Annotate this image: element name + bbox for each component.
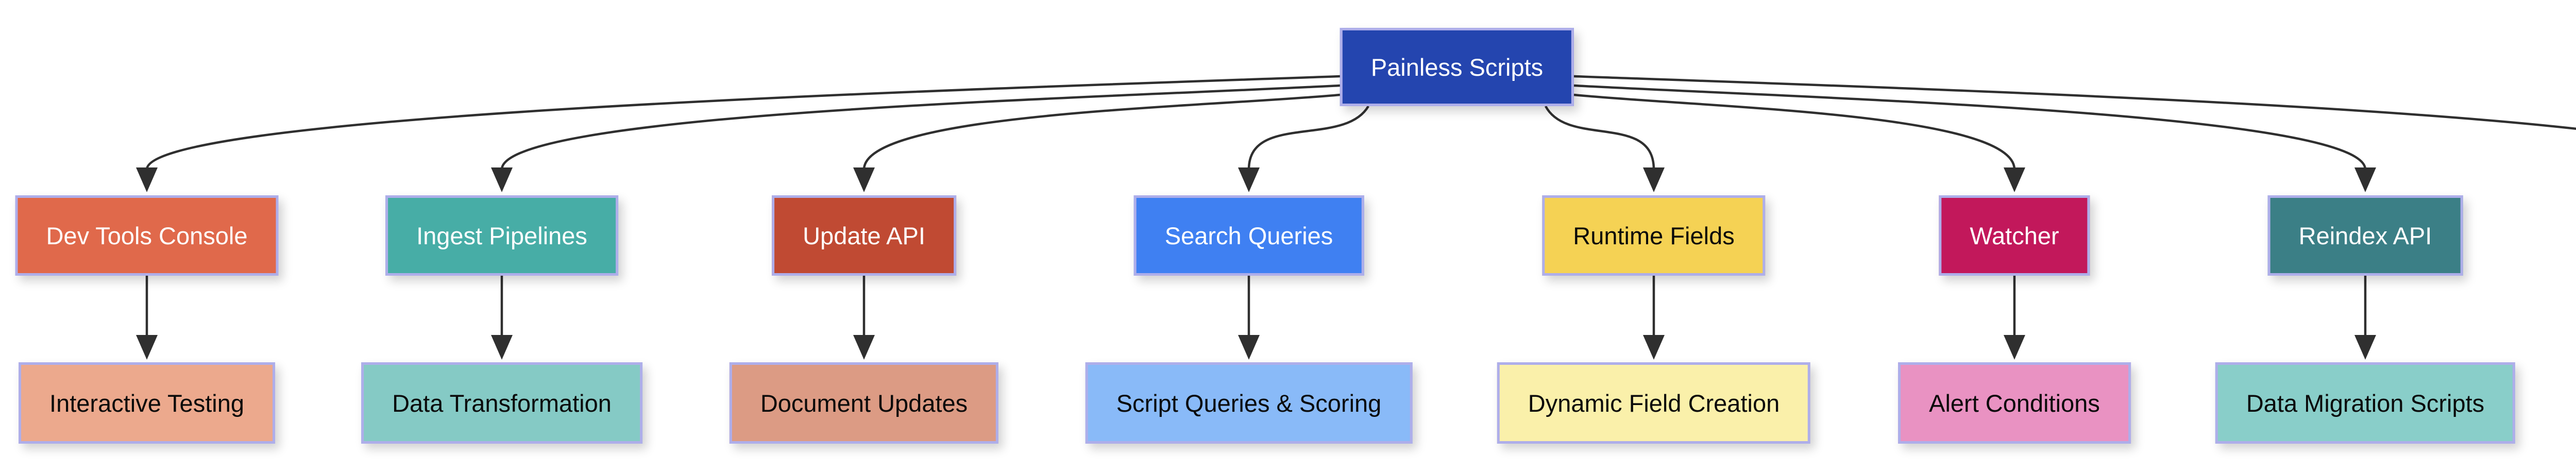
edge-painless-scripts-to-reindex-api-arrowhead [2354, 167, 2376, 192]
edge-painless-scripts-to-watcher-arrowhead [2004, 167, 2025, 192]
node-label: Update API [803, 222, 925, 249]
node-label: Data Migration Scripts [2246, 389, 2485, 417]
edge-painless-scripts-to-search-queries [1247, 105, 1369, 170]
edge-painless-scripts-to-dev-tools-console-arrowhead [136, 167, 158, 192]
edge-painless-scripts-to-watcher [1573, 93, 2016, 170]
edge-dev-tools-console-to-interactive-testing-arrowhead [136, 335, 158, 360]
node-watcher: Watcher [1939, 195, 2090, 276]
node-script-queries-scoring: Script Queries & Scoring [1085, 362, 1413, 444]
node-label: Script Queries & Scoring [1116, 389, 1382, 417]
node-document-updates: Document Updates [729, 362, 999, 444]
node-alert-conditions: Alert Conditions [1898, 362, 2131, 444]
node-interactive-testing: Interactive Testing [19, 362, 275, 444]
node-label: Runtime Fields [1573, 222, 1735, 249]
edge-reindex-api-to-data-migration-scripts-arrowhead [2354, 335, 2376, 360]
node-label: Alert Conditions [1929, 389, 2100, 417]
node-dev-tools-console: Dev Tools Console [15, 195, 279, 276]
edge-painless-scripts-to-update-api [862, 93, 1341, 170]
node-label: Document Updates [760, 389, 968, 417]
node-search-queries: Search Queries [1133, 195, 1364, 276]
edge-runtime-fields-to-dynamic-field-creation-arrowhead [1643, 335, 1665, 360]
node-painless-scripts: Painless Scripts [1340, 28, 1574, 106]
edge-update-api-to-document-updates-arrowhead [853, 335, 875, 360]
edge-painless-scripts-to-search-queries-arrowhead [1238, 167, 1260, 192]
node-reindex-api: Reindex API [2267, 195, 2463, 276]
node-label: Search Queries [1164, 222, 1333, 249]
edge-ingest-pipelines-to-data-transformation-arrowhead [491, 335, 513, 360]
edge-search-queries-to-script-queries-scoring-arrowhead [1238, 335, 1260, 360]
node-runtime-fields: Runtime Fields [1542, 195, 1766, 276]
node-label: Watcher [1970, 222, 2059, 249]
node-label: Ingest Pipelines [416, 222, 587, 249]
node-data-migration-scripts: Data Migration Scripts [2215, 362, 2516, 444]
node-label: Dev Tools Console [46, 222, 248, 249]
edge-painless-scripts-to-runtime-fields [1545, 105, 1655, 170]
node-label: Data Transformation [392, 389, 612, 417]
edge-painless-scripts-to-aggregations [1573, 75, 2576, 130]
node-dynamic-field-creation: Dynamic Field Creation [1497, 362, 1811, 444]
node-ingest-pipelines: Ingest Pipelines [385, 195, 618, 276]
node-label: Painless Scripts [1370, 53, 1544, 81]
node-data-transformation: Data Transformation [361, 362, 642, 444]
edge-painless-scripts-to-reindex-api [1573, 84, 2367, 170]
edge-watcher-to-alert-conditions-arrowhead [2004, 335, 2025, 360]
edge-painless-scripts-to-update-api-arrowhead [853, 167, 875, 192]
edge-painless-scripts-to-dev-tools-console [145, 75, 1341, 170]
node-label: Dynamic Field Creation [1528, 389, 1780, 417]
node-label: Interactive Testing [49, 389, 244, 417]
node-update-api: Update API [772, 195, 956, 276]
edge-painless-scripts-to-runtime-fields-arrowhead [1643, 167, 1665, 192]
edge-painless-scripts-to-ingest-pipelines-arrowhead [491, 167, 513, 192]
node-label: Reindex API [2298, 222, 2432, 249]
edge-painless-scripts-to-ingest-pipelines [500, 84, 1341, 170]
